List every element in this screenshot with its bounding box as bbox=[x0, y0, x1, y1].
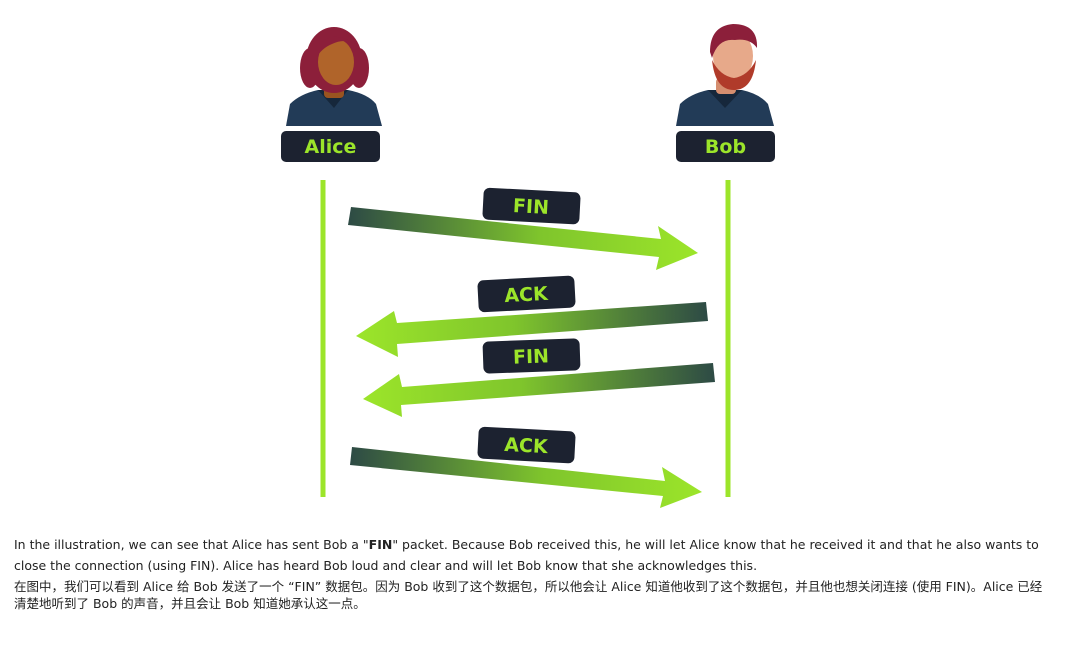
alice-badge: Alice bbox=[281, 131, 380, 162]
message-label-4: ACK bbox=[477, 426, 576, 464]
svg-text:FIN: FIN bbox=[513, 345, 550, 368]
svg-text:ACK: ACK bbox=[504, 434, 550, 458]
alice-name: Alice bbox=[305, 136, 357, 158]
message-arrow-1 bbox=[348, 207, 698, 270]
message-label-1: FIN bbox=[482, 187, 581, 225]
bob-name: Bob bbox=[705, 136, 746, 158]
alice-avatar bbox=[286, 27, 382, 126]
caption-english: In the illustration, we can see that Ali… bbox=[14, 537, 1039, 573]
bob-badge: Bob bbox=[676, 131, 775, 162]
message-arrow-2 bbox=[356, 302, 708, 357]
bob-avatar bbox=[676, 24, 774, 126]
svg-text:ACK: ACK bbox=[504, 283, 550, 307]
caption-chinese: 在图中，我们可以看到 Alice 给 Bob 发送了一个 “FIN” 数据包。因… bbox=[14, 579, 1043, 611]
message-label-3: FIN bbox=[482, 338, 581, 374]
message-label-2: ACK bbox=[477, 275, 576, 313]
caption: In the illustration, we can see that Ali… bbox=[14, 534, 1054, 612]
caption-fin-bold: FIN bbox=[368, 537, 393, 552]
svg-text:FIN: FIN bbox=[512, 195, 549, 219]
message-arrow-4 bbox=[350, 447, 702, 508]
tcp-teardown-diagram: Alice Bob FIN ACK FIN ACK bbox=[281, 24, 775, 508]
message-arrow-3 bbox=[363, 363, 715, 417]
